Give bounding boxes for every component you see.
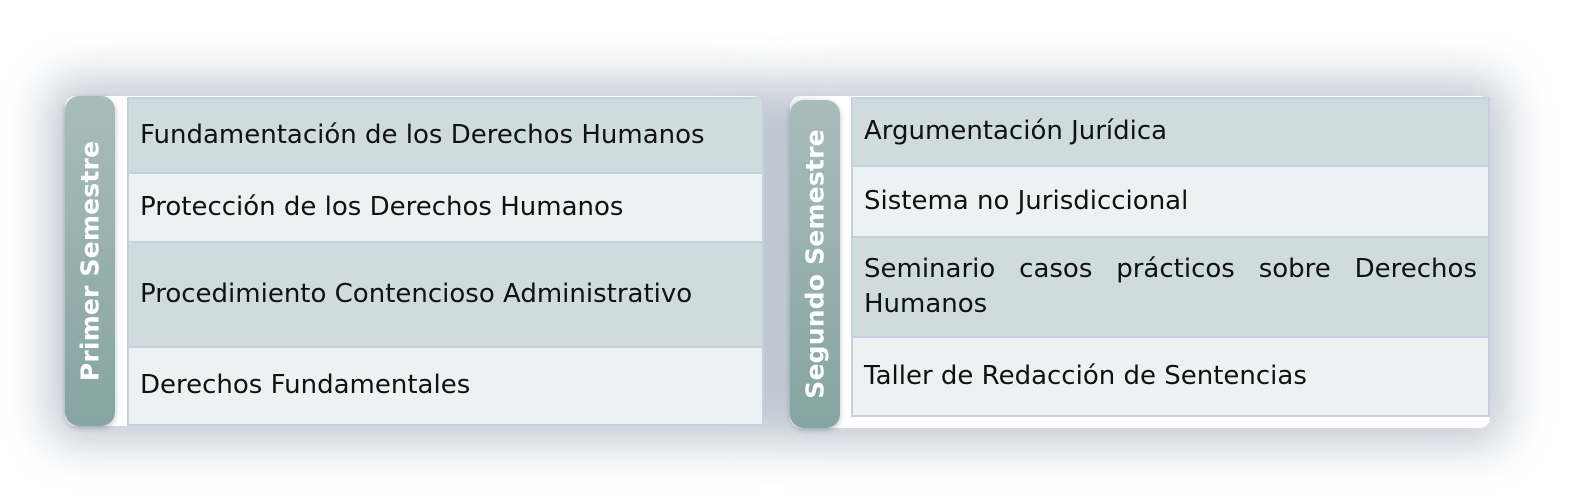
semester-block-primer: Primer Semestre Fundamentación de los De… (65, 96, 764, 426)
course-name: Argumentación Jurídica (864, 116, 1168, 147)
semester-tab: Primer Semestre (65, 96, 115, 426)
course-table: Fundamentación de los Derechos Humanos P… (127, 97, 764, 426)
semester-label: Segundo Semestre (800, 129, 830, 399)
semester-label: Primer Semestre (75, 140, 105, 382)
course-name: Protección de los Derechos Humanos (140, 191, 624, 222)
course-name: Taller de Redacción de Sentencias (864, 360, 1307, 391)
semester-block-segundo: Segundo Semestre Argumentación Jurídica … (790, 96, 1490, 428)
course-name: Seminario casos prácticos sobre Derechos… (864, 253, 1477, 319)
course-row: Argumentación Jurídica (853, 99, 1488, 167)
course-name: Derechos Fundamentales (140, 370, 471, 401)
course-name: Fundamentación de los Derechos Humanos (140, 119, 705, 150)
course-table: Argumentación Jurídica Sistema no Jurisd… (851, 97, 1490, 417)
course-name: Sistema no Jurisdiccional (864, 185, 1189, 216)
course-row: Taller de Redacción de Sentencias (853, 338, 1488, 415)
course-row: Sistema no Jurisdiccional (853, 167, 1488, 238)
course-row: Derechos Fundamentales (129, 348, 762, 424)
course-row: Protección de los Derechos Humanos (129, 174, 762, 243)
course-row: Procedimiento Contencioso Administrativo (129, 243, 762, 348)
course-name: Procedimiento Contencioso Administrativo (140, 278, 693, 309)
semester-tab: Segundo Semestre (790, 100, 840, 428)
course-row: Fundamentación de los Derechos Humanos (129, 99, 762, 174)
course-row: Seminario casos prácticos sobre Derechos… (853, 238, 1488, 338)
